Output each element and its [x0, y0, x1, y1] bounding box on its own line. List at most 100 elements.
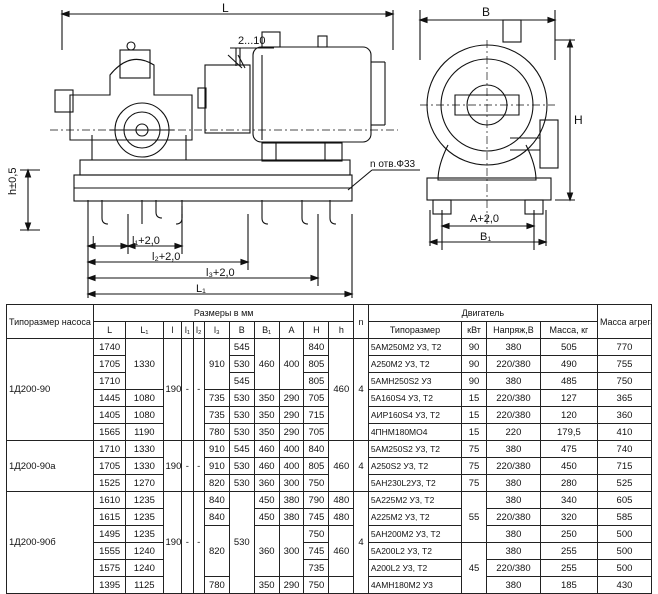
header-motor-type: Типоразмер	[367, 321, 463, 339]
cell-B: 530	[228, 474, 255, 492]
cell-kw: 75	[461, 457, 487, 475]
cell-L: 1615	[93, 508, 127, 526]
cell-motor-mass: 255	[539, 542, 598, 560]
cell-H: 705	[303, 423, 330, 441]
cell-L1: 1240	[125, 542, 164, 560]
cell-voltage: 220/380	[485, 457, 541, 475]
cell-motor-mass: 450	[539, 457, 598, 475]
cell-H: 705	[303, 389, 330, 407]
cell-motor-mass: 120	[539, 406, 598, 424]
cell-motor-mass: 280	[539, 474, 598, 492]
header-motor: Двигатель	[367, 304, 598, 322]
dim-l-label: l	[92, 235, 94, 247]
cell-L: 1445	[93, 389, 127, 407]
cell-L: 1705	[93, 355, 127, 373]
header-L: L	[93, 321, 127, 339]
header-pump: Типоразмер насоса	[5, 304, 95, 339]
cell-voltage: 220/380	[485, 508, 541, 526]
cell-n: 4	[353, 491, 369, 594]
cell-n: 4	[353, 440, 369, 492]
cell-L: 1610	[93, 491, 127, 509]
dim-A-label: A+2,0	[470, 213, 499, 225]
table-row: 1705 530 805 А250М2 У3, Т2 90 220/380 49…	[7, 355, 653, 373]
cell-unit-mass: 605	[596, 491, 653, 509]
header-sizes: Размеры в мм	[93, 304, 355, 322]
cell-L1: 1270	[125, 474, 164, 492]
cell-l3: 735	[203, 406, 230, 424]
dim-B-label: B	[482, 5, 490, 19]
cell-B1: 360	[253, 474, 280, 492]
cell-L: 1705	[93, 457, 127, 475]
dim-B1-label: B₁	[480, 231, 491, 243]
cell-H: 840	[303, 440, 330, 458]
cell-unit-mass: 750	[596, 372, 653, 390]
cell-motor-mass: 340	[539, 491, 598, 509]
cell-motor: 5А160S4 У3, Т2	[367, 389, 463, 407]
cell-L: 1525	[93, 474, 127, 492]
pump-name: 1Д200-90б	[5, 491, 95, 594]
cell-unit-mass: 500	[596, 559, 653, 577]
cell-motor: А250М2 У3, Т2	[367, 355, 463, 373]
header-B1: B₁	[253, 321, 280, 339]
cell-B: 530	[228, 389, 255, 407]
cell-voltage: 220/380	[485, 355, 541, 373]
header-kw: кВт	[461, 321, 487, 339]
cell-H: 750	[303, 474, 330, 492]
cell-motor-mass: 250	[539, 525, 598, 543]
cell-motor: 5АН230L2У3, Т2	[367, 474, 463, 492]
cell-A: 290	[278, 406, 305, 424]
cell-L: 1575	[93, 559, 127, 577]
pump-name: 1Д200-90	[5, 338, 95, 441]
cell-kw: 15	[461, 406, 487, 424]
cell-L1: 1125	[125, 576, 164, 594]
cell-motor-mass: 505	[539, 338, 598, 356]
cell-L: 1405	[93, 406, 127, 424]
header-l1: l₁	[181, 321, 194, 339]
cell-voltage: 380	[485, 542, 541, 560]
cell-kw: 90	[461, 355, 487, 373]
cell-kw: 90	[461, 372, 487, 390]
cell-L: 1395	[93, 576, 127, 594]
pump-unit-drawing: L 2...10 h±0,5 l l₁+2,0 l₂+2,0 l₃+2,0 L₁…	[7, 1, 583, 298]
cell-unit-mass: 525	[596, 474, 653, 492]
header-B: B	[228, 321, 255, 339]
cell-kw: 15	[461, 389, 487, 407]
cell-l3: 910	[203, 457, 230, 475]
cell-L1: 1235	[125, 508, 164, 526]
cell-B1: 360	[253, 525, 280, 577]
cell-voltage: 380	[485, 440, 541, 458]
cell-voltage: 380	[485, 576, 541, 594]
cell-B1: 460	[253, 338, 280, 390]
cell-motor: 5АМН250S2 У3	[367, 372, 463, 390]
cell-motor: А250S2 У3, Т2	[367, 457, 463, 475]
cell-A: 290	[278, 389, 305, 407]
cell-h: 480	[328, 491, 355, 509]
cell-l3: 820	[203, 474, 230, 492]
cell-kw: 75	[461, 440, 487, 458]
cell-A: 380	[278, 491, 305, 509]
header-l3: l₃	[203, 321, 230, 339]
cell-voltage: 220/380	[485, 406, 541, 424]
cell-A: 300	[278, 474, 305, 492]
cell-voltage: 220/380	[485, 559, 541, 577]
dim-h-label: h±0,5	[7, 168, 19, 195]
holes-label: n отв.Ф33	[370, 159, 416, 170]
cell-B1: 460	[253, 457, 280, 475]
cell-l3: 780	[203, 423, 230, 441]
table-row: 1445 1080 735 530 350 290 705 5А160S4 У3…	[7, 389, 653, 407]
table-row: 1Д200-90б 1610 1235 190 - - 840 530 450 …	[5, 491, 653, 594]
cell-B: 530	[228, 355, 255, 373]
cell-B1: 350	[253, 576, 280, 594]
cell-kw: 15	[461, 423, 487, 441]
cell-kw: 55	[461, 491, 487, 543]
cell-B: 530	[228, 491, 255, 594]
cell-L1: 1080	[125, 406, 164, 424]
table-row: 1705 1330 910 530 460 400 805 А250S2 У3,…	[7, 457, 653, 475]
table-row: 1615 1235 840 450 380 745 480 А225М2 У3,…	[7, 508, 653, 526]
cell-l2: -	[192, 338, 205, 441]
dim-l1-label: l₁+2,0	[132, 235, 160, 247]
cell-l3: 910	[203, 440, 230, 458]
cell-unit-mass: 715	[596, 457, 653, 475]
cell-H: 735	[303, 559, 330, 577]
cell-voltage: 380	[485, 525, 541, 543]
